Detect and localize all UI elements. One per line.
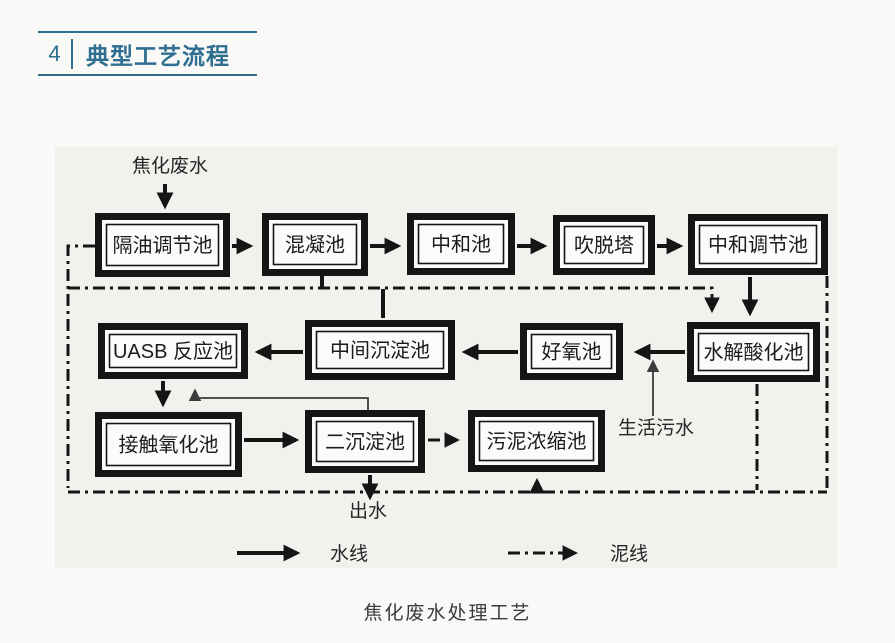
section-number: 4 [48,40,61,66]
box-aerobic-tank: 好氧池 [520,323,623,380]
box-label: 接触氧化池 [119,434,219,457]
box-stripping-tower: 吹脱塔 [553,215,655,275]
legend-water-label: 水线 [330,543,368,565]
box-label: 中和池 [431,233,491,256]
box-label: 好氧池 [542,341,602,364]
box-neutralization-regulating-tank: 中和调节池 [688,214,828,275]
domestic-sewage-label: 生活污水 [618,417,694,439]
box-neutralization-tank: 中和池 [407,213,515,275]
influent-label: 焦化废水 [132,155,208,177]
legend-sludge-label: 泥线 [610,543,648,565]
box-label: 二沉淀池 [325,431,405,454]
box-label: 吹脱塔 [574,234,634,257]
box-hydrolysis-acidification-tank: 水解酸化池 [687,322,820,382]
box-coagulation-tank: 混凝池 [262,213,368,276]
header-divider [71,38,73,69]
effluent-label: 出水 [349,500,387,522]
sludge-line-left-return [66,244,95,488]
box-intermediate-sedimentation-tank: 中间沉淀池 [305,320,455,380]
box-label: 水解酸化池 [704,341,804,364]
section-header: 4 典型工艺流程 [38,31,257,76]
box-oil-separation-regulating-tank: 隔油调节池 [95,213,230,277]
return-line-sedimentation-to-uasb [188,388,369,410]
box-uasb-reactor: UASB 反应池 [98,323,248,379]
box-label: 中和调节池 [708,234,808,257]
box-sludge-thickening-tank: 污泥浓缩池 [468,410,605,472]
box-contact-oxidation-tank: 接触氧化池 [95,412,242,477]
section-title: 典型工艺流程 [86,42,230,69]
box-label: 混凝池 [285,234,345,257]
process-flow-diagram: 隔油调节池 混凝池 中和池 吹脱塔 中和调节池 UASB 反应池 中间沉淀池 好氧池 水解酸化池… [66,155,829,565]
legend: 水线 泥线 [237,543,648,565]
box-label: UASB 反应池 [113,340,233,363]
box-secondary-sedimentation-tank: 二沉淀池 [305,410,425,473]
box-label: 污泥浓缩池 [487,430,587,453]
sludge-line-upper-to-hydrolysis [68,286,720,314]
box-label: 中间沉淀池 [330,339,430,362]
diagram-caption: 焦化废水处理工艺 [363,603,532,624]
box-label: 隔油调节池 [113,234,213,257]
